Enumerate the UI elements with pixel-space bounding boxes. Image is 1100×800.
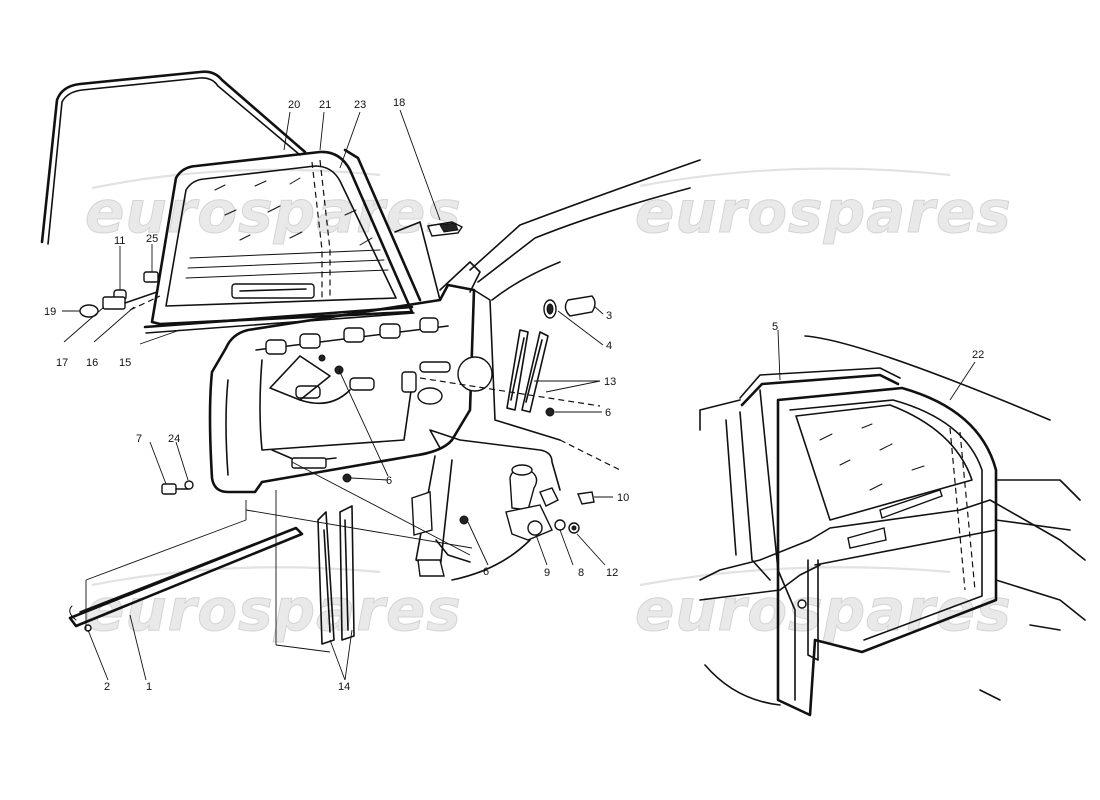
part-13-guide-rails [506, 329, 549, 413]
callout-19: 19 [44, 306, 56, 318]
watermark-bottom-right: eurospares [635, 576, 1012, 644]
callout-21: 21 [319, 99, 331, 111]
window-seal-outer [40, 70, 307, 245]
part-7-24-bolt [161, 480, 194, 495]
callout-25: 25 [146, 233, 158, 245]
callout-23: 23 [354, 99, 366, 111]
callout-6-regulator: 6 [483, 566, 489, 578]
part-14-channels [317, 505, 355, 645]
callout-14: 14 [338, 681, 350, 693]
callout-17: 17 [56, 357, 68, 369]
callout-3: 3 [606, 310, 612, 322]
callout-8: 8 [578, 567, 584, 579]
callout-10: 10 [617, 492, 629, 504]
callout-18: 18 [393, 97, 405, 109]
callout-12: 12 [606, 567, 618, 579]
part-3-4-plug [543, 295, 596, 319]
callout-24: 24 [168, 433, 180, 445]
watermark-top-left: eurospares [85, 178, 462, 246]
callout-6-panel: 6 [386, 475, 392, 487]
callout-5: 5 [772, 321, 778, 333]
door-glass-assembly [150, 148, 441, 326]
watermark-bottom-left: eurospares [85, 576, 462, 644]
callout-9: 9 [544, 567, 550, 579]
callout-20: 20 [288, 99, 300, 111]
callout-16: 16 [86, 357, 98, 369]
callout-7: 7 [136, 433, 142, 445]
callout-1: 1 [146, 681, 152, 693]
callout-22: 22 [972, 349, 984, 361]
part-1-2-sill-strip [68, 526, 304, 632]
callout-6-right: 6 [605, 407, 611, 419]
reference-lines [85, 461, 473, 653]
car-side-view [699, 335, 1086, 717]
watermark-top-right: eurospares [635, 178, 1012, 246]
part-18-bracket [427, 221, 464, 237]
callout-2: 2 [104, 681, 110, 693]
callout-4: 4 [606, 340, 612, 352]
callout-13: 13 [604, 376, 616, 388]
callout-15: 15 [119, 357, 131, 369]
watermark-group: eurospares eurospares eurospares eurospa… [85, 167, 1012, 645]
callout-11: 11 [114, 235, 125, 247]
window-regulator [411, 429, 595, 581]
door-inner-panel [208, 283, 476, 494]
car-body-front [419, 159, 701, 471]
callout-labels: 20 21 23 18 11 25 19 17 16 15 3 4 13 6 6… [44, 97, 984, 693]
leader-lines [62, 109, 976, 681]
